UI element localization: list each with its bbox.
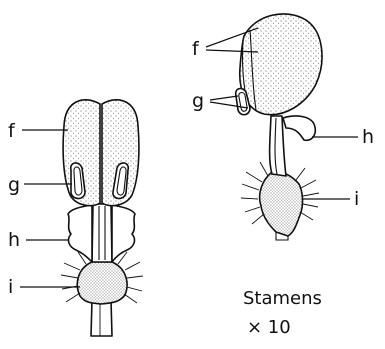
front-filament bbox=[91, 300, 112, 336]
caption: Stamens × 10 bbox=[243, 288, 322, 338]
caption-magnification: × 10 bbox=[247, 317, 291, 338]
side-stamen: f g h i bbox=[192, 14, 374, 240]
front-stamen: f g h i bbox=[8, 100, 143, 336]
front-appendage-left bbox=[68, 205, 92, 262]
side-label-g: g bbox=[192, 90, 204, 112]
front-connective bbox=[92, 204, 112, 262]
front-label-g: g bbox=[8, 174, 20, 196]
caption-title: Stamens bbox=[243, 288, 322, 309]
side-connective bbox=[270, 116, 286, 176]
side-label-h: h bbox=[362, 126, 374, 148]
front-label-h: h bbox=[8, 229, 20, 251]
side-label-i: i bbox=[354, 188, 359, 210]
front-appendage-right bbox=[112, 205, 135, 262]
side-appendage bbox=[283, 116, 315, 140]
side-label-f: f bbox=[192, 38, 200, 60]
side-leader-g-1 bbox=[210, 96, 238, 100]
front-label-i: i bbox=[8, 276, 13, 298]
front-label-f: f bbox=[8, 120, 16, 142]
